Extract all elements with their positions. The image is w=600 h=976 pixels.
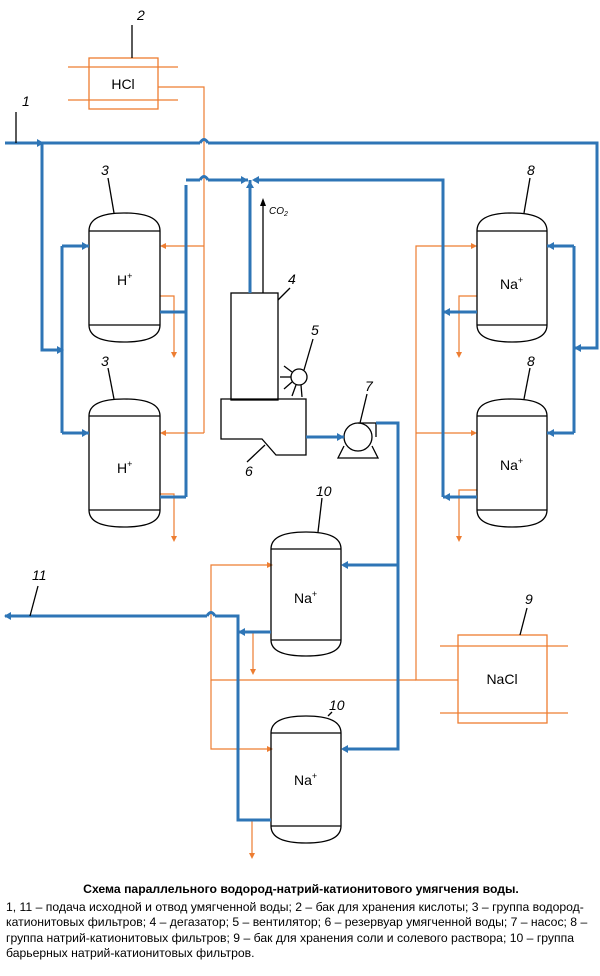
fan [280,365,308,398]
nacl-label: NaCl [486,671,517,687]
svg-text:H+: H+ [117,271,132,288]
na-label-10-1: Na [294,590,312,606]
number-3-bottom: 3 [101,353,109,369]
number-10-bottom: 10 [329,697,345,713]
number-6: 6 [245,463,253,479]
number-9: 9 [525,591,533,607]
svg-text:Na+: Na+ [294,589,317,606]
number-7: 7 [365,378,374,394]
caption-body: 1, 11 – подача исходной и отвод умягченн… [6,899,588,961]
number-8-top: 8 [527,162,535,178]
na-barrier-filter-10-1: Na+ [270,531,342,657]
number-3-top: 3 [101,162,109,178]
h-label-2: H [117,460,127,476]
pump [336,422,380,459]
h-cation-filter-2: H+ [88,398,161,528]
svg-text:Na+: Na+ [500,456,523,473]
equipment: HCl H+ H+ Na+ Na+ [68,57,568,844]
number-10-top: 10 [316,483,332,499]
reagent-lines [158,86,477,859]
number-4: 4 [288,271,296,287]
number-5: 5 [311,322,319,338]
na-label-10-2: Na [294,772,312,788]
co2-label: CO [269,206,284,217]
number-8-bottom: 8 [527,353,535,369]
h-cation-filter-1: H+ [88,212,161,343]
nacl-tank: NaCl [440,634,568,724]
number-11: 11 [32,567,47,583]
hcl-label: HCl [111,76,134,92]
degasser [230,292,279,401]
callouts: 1 2 3 3 4 5 6 7 8 8 9 10 10 11 [15,7,535,717]
na-cation-filter-8-1: Na+ [476,212,548,343]
svg-text:Na+: Na+ [294,771,317,788]
h-label-1: H [117,272,127,288]
water-lines [4,138,599,822]
na-barrier-filter-10-2: Na+ [270,715,342,844]
softened-water-reservoir [220,398,307,456]
hcl-tank: HCl [68,57,178,110]
co2-vent: CO2 [260,198,288,293]
caption-title: Схема параллельного водород-натрий-катио… [83,882,519,896]
na-cation-filter-8-2: Na+ [476,398,548,528]
svg-text:Na+: Na+ [500,275,523,292]
svg-text:CO2: CO2 [269,206,288,218]
svg-text:H+: H+ [117,459,132,476]
na-label-8-1: Na [500,276,518,292]
na-label-8-2: Na [500,457,518,473]
number-2: 2 [136,7,145,23]
figure-caption: Схема параллельного водород-натрий-катио… [6,882,596,962]
number-1: 1 [22,93,30,109]
process-diagram: HCl H+ H+ Na+ Na+ [4,7,599,859]
